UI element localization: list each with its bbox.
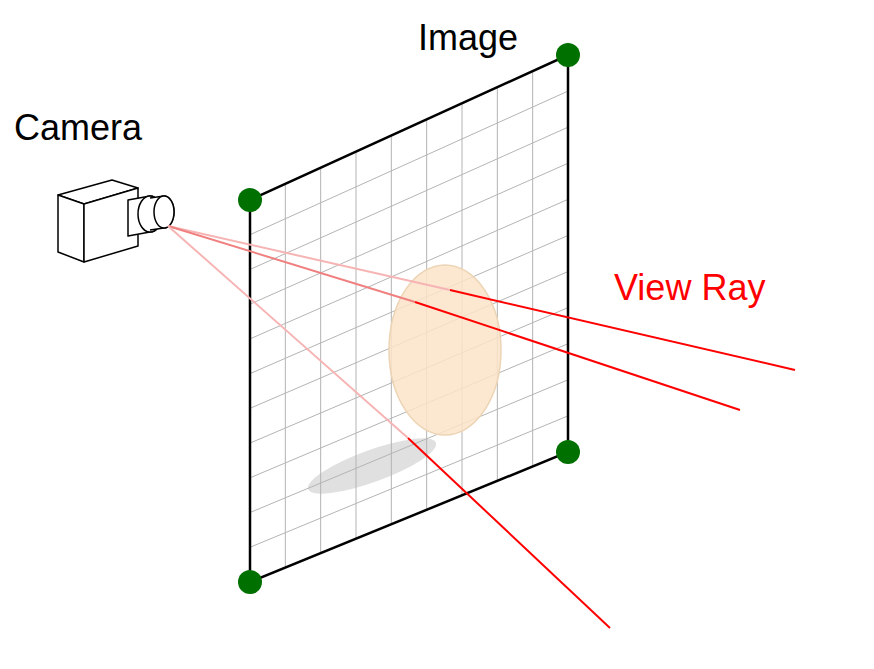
image-plane-outline [250,55,568,582]
camera-label: Camera [14,108,142,148]
grid-line [250,163,568,304]
view-rays [168,226,795,628]
grid-line [532,71,533,466]
grid-line [497,87,498,481]
sphere [389,265,501,435]
corner-dots [238,43,580,594]
sphere-shadow [303,428,442,505]
image-plane [250,55,568,582]
image-label: Image [418,18,518,58]
grid-line [356,152,357,539]
grid-line [250,127,568,269]
pixel-grid [250,71,568,567]
grid-line [250,91,568,235]
view-ray-label: View Ray [614,268,765,308]
grid-line [285,184,286,568]
camera-icon [58,180,174,262]
grid-line [250,416,568,547]
